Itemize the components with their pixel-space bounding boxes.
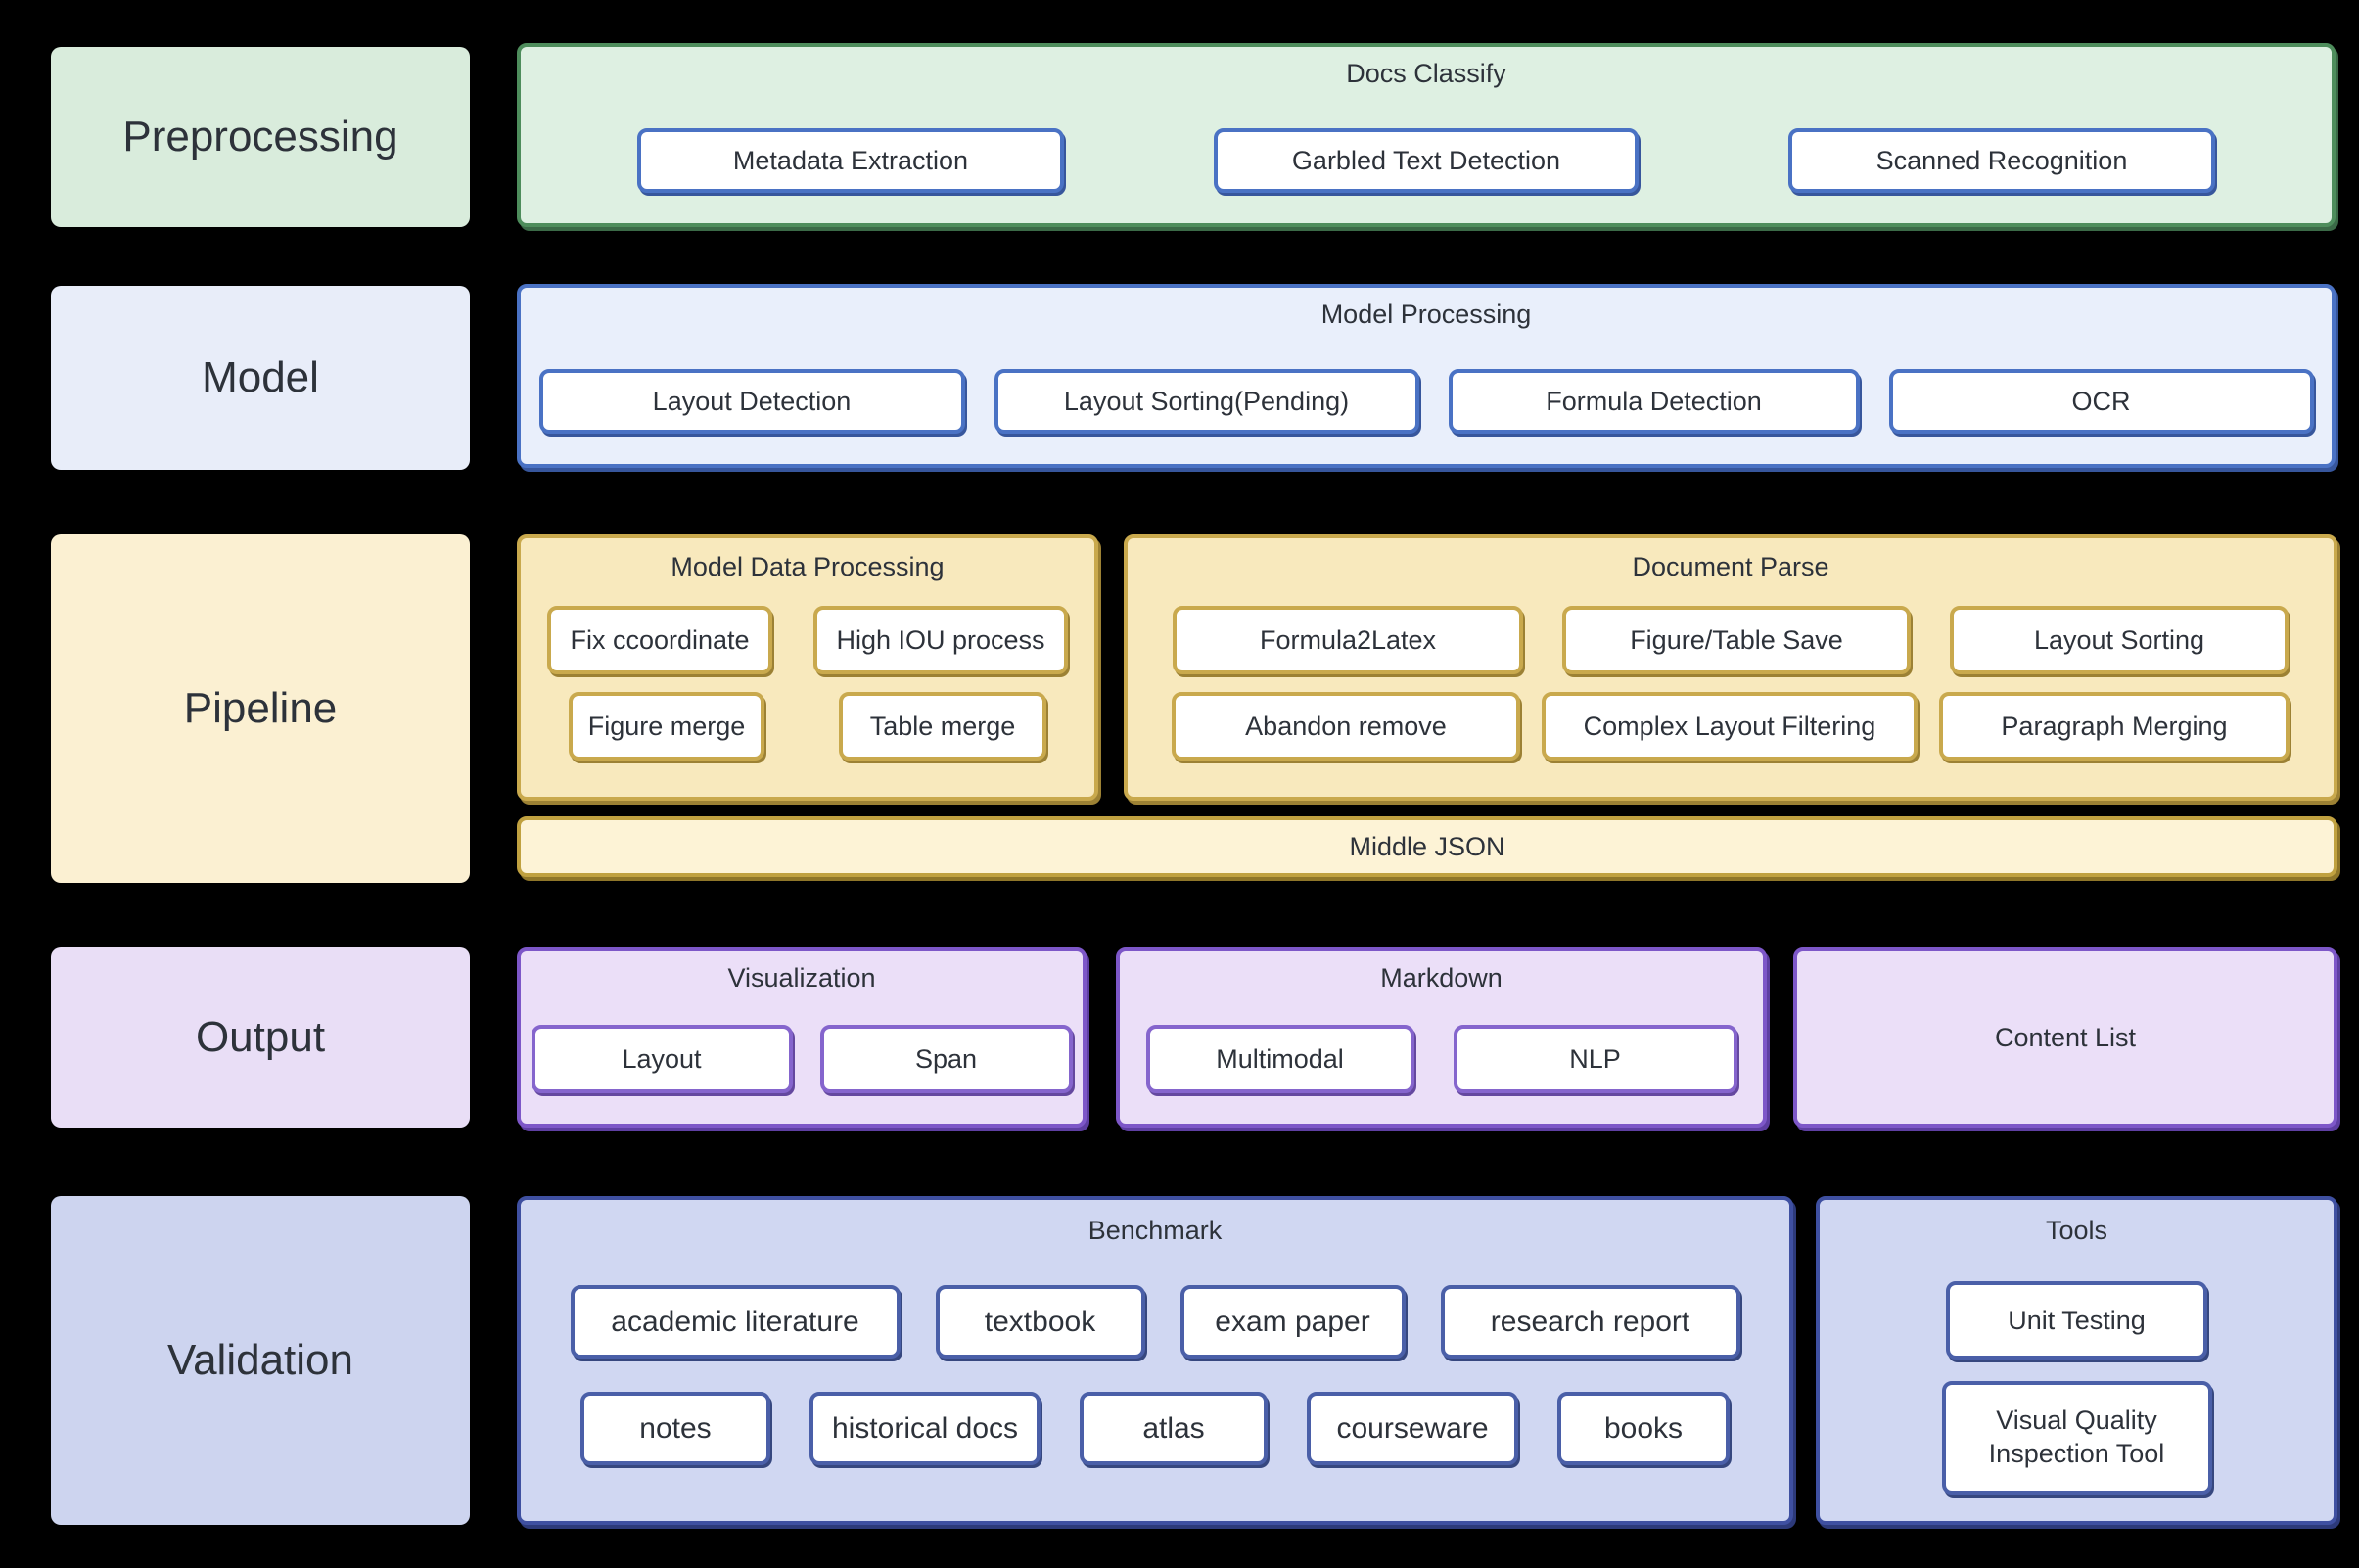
node-formula-detection: Formula Detection (1448, 369, 1860, 434)
node-abandon-remove: Abandon remove (1172, 692, 1520, 761)
mdp-row-1: Fix ccoordinate High IOU process (521, 606, 1094, 674)
visualization-title: Visualization (727, 963, 876, 992)
node-atlas: atlas (1080, 1392, 1268, 1465)
document-parse-title: Document Parse (1632, 552, 1829, 581)
node-unit-testing: Unit Testing (1946, 1281, 2207, 1360)
node-table-merge: Table merge (839, 692, 1046, 761)
row-label-output: Output (51, 947, 470, 1128)
benchmark-row-2: notes historical docs atlas courseware b… (521, 1392, 1789, 1465)
node-courseware: courseware (1307, 1392, 1518, 1465)
tools-row-1: Unit Testing (1820, 1281, 2334, 1360)
model-processing-nodes: Layout Detection Layout Sorting(Pending)… (521, 369, 2332, 434)
node-figure-table-save: Figure/Table Save (1562, 606, 1911, 674)
docs-classify-nodes: Metadata Extraction Garbled Text Detecti… (521, 128, 2332, 193)
docs-classify-container: Docs Classify Metadata Extraction Garble… (517, 43, 2336, 227)
tools-title: Tools (2045, 1216, 2108, 1245)
mdp-row-2: Figure merge Table merge (521, 692, 1094, 761)
row-label-preprocessing: Preprocessing (51, 47, 470, 227)
model-processing-container: Model Processing Layout Detection Layout… (517, 284, 2336, 468)
visualization-nodes: Layout Span (521, 1025, 1083, 1093)
node-figure-merge: Figure merge (569, 692, 764, 761)
node-textbook: textbook (935, 1285, 1145, 1359)
model-processing-title: Model Processing (1320, 300, 1532, 329)
node-high-iou-process: High IOU process (813, 606, 1068, 674)
node-formula2latex: Formula2Latex (1173, 606, 1523, 674)
model-data-processing-container: Model Data Processing Fix ccoordinate Hi… (517, 534, 1098, 801)
node-multimodal: Multimodal (1145, 1025, 1414, 1093)
middle-json-bar: Middle JSON (517, 816, 2337, 877)
node-scanned-recognition: Scanned Recognition (1788, 128, 2215, 193)
markdown-title: Markdown (1380, 963, 1503, 992)
node-notes: notes (580, 1392, 770, 1465)
node-ocr: OCR (1888, 369, 2314, 434)
node-historical-docs: historical docs (809, 1392, 1041, 1465)
node-research-report: research report (1440, 1285, 1740, 1359)
node-layout-detection: Layout Detection (538, 369, 965, 434)
visualization-container: Visualization Layout Span (517, 947, 1087, 1128)
docs-classify-title: Docs Classify (1346, 59, 1506, 88)
node-exam-paper: exam paper (1180, 1285, 1406, 1359)
content-list-container: Content List (1793, 947, 2337, 1128)
content-list-title: Content List (1994, 1022, 2137, 1052)
row-label-pipeline: Pipeline (51, 534, 470, 883)
node-layout: Layout (531, 1025, 793, 1093)
node-span: Span (819, 1025, 1073, 1093)
node-garbled-text-detection: Garbled Text Detection (1214, 128, 1639, 193)
markdown-container: Markdown Multimodal NLP (1116, 947, 1767, 1128)
node-visual-quality-inspection-tool: Visual Quality Inspection Tool (1941, 1381, 2212, 1495)
node-metadata-extraction: Metadata Extraction (637, 128, 1064, 193)
node-complex-layout-filtering: Complex Layout Filtering (1542, 692, 1918, 761)
row-label-validation: Validation (51, 1196, 470, 1525)
node-books: books (1557, 1392, 1730, 1465)
node-paragraph-merging: Paragraph Merging (1939, 692, 2290, 761)
node-layout-sorting-pending: Layout Sorting(Pending) (994, 369, 1419, 434)
node-nlp: NLP (1453, 1025, 1737, 1093)
node-fix-ccoordinate: Fix ccoordinate (547, 606, 772, 674)
benchmark-row-1: academic literature textbook exam paper … (521, 1285, 1789, 1359)
document-parse-container: Document Parse Formula2Latex Figure/Tabl… (1124, 534, 2337, 801)
dp-row-2: Abandon remove Complex Layout Filtering … (1128, 692, 2334, 761)
node-layout-sorting: Layout Sorting (1950, 606, 2289, 674)
node-academic-literature: academic literature (570, 1285, 901, 1359)
model-data-processing-title: Model Data Processing (671, 552, 945, 581)
row-label-model: Model (51, 286, 470, 470)
markdown-nodes: Multimodal NLP (1120, 1025, 1763, 1093)
benchmark-title: Benchmark (1087, 1216, 1223, 1245)
tools-container: Tools Unit Testing Visual Quality Inspec… (1816, 1196, 2337, 1525)
benchmark-container: Benchmark academic literature textbook e… (517, 1196, 1793, 1525)
dp-row-1: Formula2Latex Figure/Table Save Layout S… (1128, 606, 2334, 674)
tools-row-2: Visual Quality Inspection Tool (1820, 1381, 2334, 1495)
